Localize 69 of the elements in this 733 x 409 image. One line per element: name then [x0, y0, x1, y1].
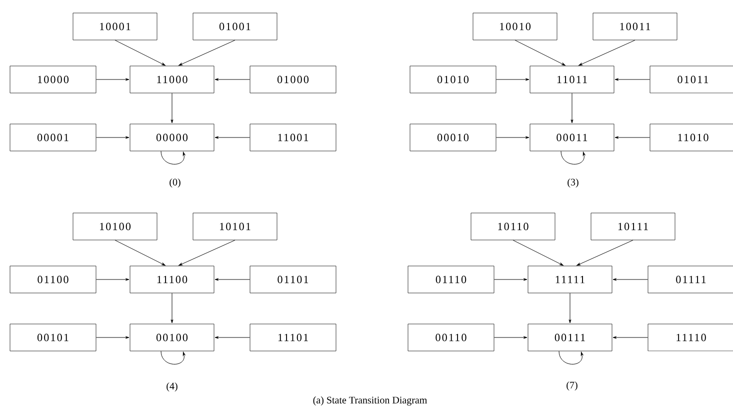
arrow [96, 136, 130, 139]
state-box: 01000 [250, 66, 336, 94]
arrow [170, 92, 174, 124]
arrow [494, 278, 528, 281]
arrow [114, 240, 166, 266]
state-box: 00010 [410, 124, 496, 152]
state-box: 11100 [130, 266, 214, 294]
state-box: 01001 [192, 12, 278, 40]
arrow [214, 336, 250, 339]
state-box: 10010 [472, 12, 558, 40]
state-box: 11101 [250, 324, 336, 352]
self-loop-arrow [558, 350, 584, 364]
state-box: 00000 [130, 124, 214, 152]
state-box: 10001 [72, 12, 158, 40]
arrow [514, 40, 566, 66]
arrow [178, 40, 236, 66]
state-box: 01100 [10, 266, 96, 294]
arrow [512, 240, 564, 266]
arrow [96, 278, 130, 281]
state-box: 10000 [10, 66, 96, 94]
panel-label: (4) [166, 382, 178, 392]
state-box: 01010 [410, 66, 496, 94]
state-box: 10110 [470, 212, 556, 240]
arrow [214, 136, 250, 139]
state-box: 11001 [250, 124, 336, 152]
state-box: 11011 [530, 66, 614, 94]
state-box: 00111 [528, 324, 612, 352]
state-box: 00101 [10, 324, 96, 352]
state-box: 10111 [590, 212, 676, 240]
arrow [612, 278, 648, 281]
state-box: 11110 [648, 324, 733, 352]
state-box: 10011 [592, 12, 678, 40]
arrow [614, 78, 650, 81]
state-box: 01101 [250, 266, 336, 294]
arrow [568, 292, 572, 324]
self-loop-arrow [160, 150, 186, 164]
caption: (a) State Transition Diagram [313, 396, 428, 406]
arrow [496, 78, 530, 81]
state-box: 01110 [408, 266, 494, 294]
arrow [96, 78, 130, 81]
panel-label: (0) [170, 178, 180, 188]
state-box: 11111 [528, 266, 612, 294]
arrow [178, 240, 236, 266]
self-loop-arrow [160, 350, 186, 364]
state-box: 00011 [530, 124, 614, 152]
arrow [214, 78, 250, 81]
arrow [578, 40, 636, 66]
state-box: 10101 [192, 212, 278, 240]
state-box: 11010 [650, 124, 733, 152]
arrow [576, 240, 634, 266]
state-box: 00110 [408, 324, 494, 352]
panel-label: (7) [566, 381, 578, 391]
arrow [494, 336, 528, 339]
arrow [214, 278, 250, 281]
arrow [570, 92, 574, 124]
arrow [614, 136, 650, 139]
panel-label: (3) [568, 178, 578, 188]
state-box: 01011 [650, 66, 733, 94]
arrow [496, 136, 530, 139]
state-box: 01111 [648, 266, 733, 294]
arrow [170, 292, 174, 324]
state-box: 10100 [72, 212, 158, 240]
arrow [96, 336, 130, 339]
state-box: 00100 [130, 324, 214, 352]
self-loop-arrow [560, 150, 586, 164]
state-box: 11000 [130, 66, 214, 94]
arrow [612, 336, 648, 339]
arrow [114, 40, 166, 66]
state-box: 00001 [10, 124, 96, 152]
